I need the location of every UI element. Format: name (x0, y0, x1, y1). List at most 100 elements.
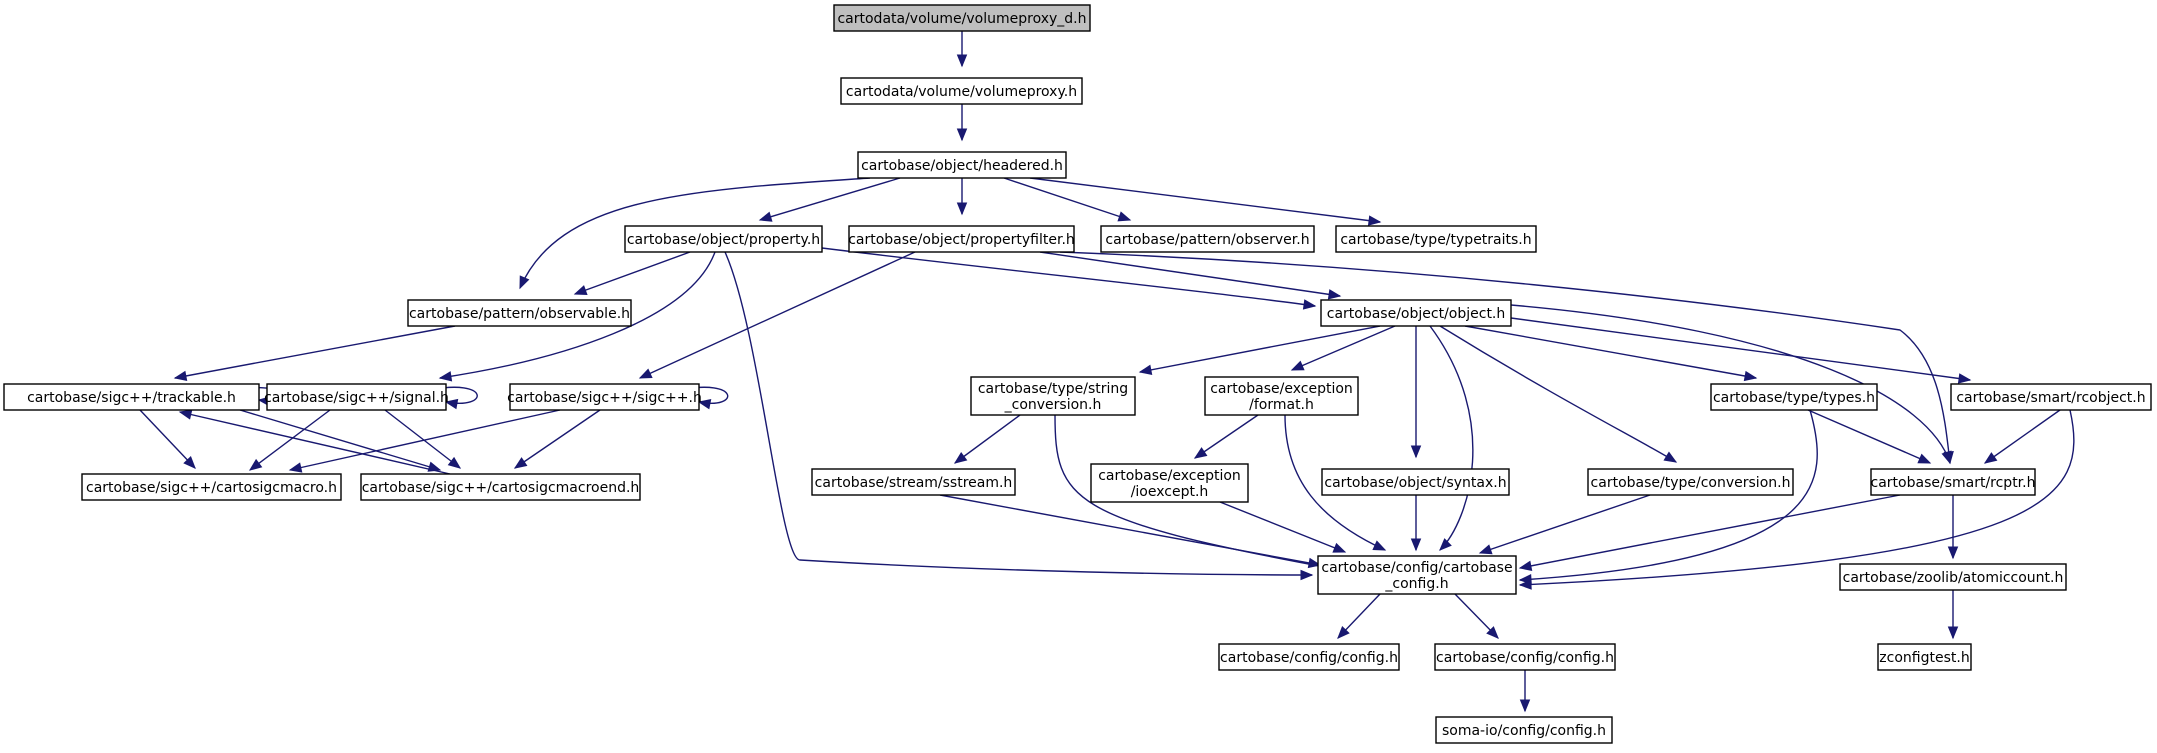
arrowhead (956, 54, 968, 68)
node-n19[interactable]: cartobase/exception/ioexcept.h (1090, 463, 1249, 503)
node-n15[interactable]: cartobase/smart/rcobject.h (1950, 383, 2152, 411)
node-box (1320, 299, 1512, 327)
edge-n12-n18 (953, 414, 1021, 464)
edge-line (514, 409, 601, 469)
arrowhead (519, 275, 530, 290)
arrowhead (1410, 538, 1422, 552)
node-label: _config.h (1384, 576, 1448, 592)
edge-line (639, 251, 916, 379)
node-n12[interactable]: cartobase/type/string_conversion.h (970, 376, 1136, 416)
edge-line (1429, 325, 1474, 551)
arrowhead (1307, 557, 1322, 569)
arrowhead (1327, 289, 1342, 300)
arrowhead (513, 457, 528, 469)
edge-n8-n21 (1439, 325, 1678, 463)
node-n24[interactable]: cartobase/zoolib/atomiccount.h (1839, 563, 2067, 591)
node-n7[interactable]: cartobase/pattern/observable.h (407, 299, 632, 327)
node-label: _conversion.h (1004, 397, 1102, 413)
node-label: /format.h (1249, 397, 1314, 413)
node-box (1435, 716, 1613, 744)
node-n16[interactable]: cartobase/sigc++/cartosigcmacro.h (81, 473, 342, 501)
node-label: cartobase/config/config.h (1436, 650, 1614, 666)
node-n17[interactable]: cartobase/sigc++/cartosigcmacroend.h (360, 473, 641, 501)
edge-line (1510, 304, 1951, 464)
node-n9[interactable]: cartobase/sigc++/trackable.h (3, 383, 260, 411)
edge-n26-n28 (1519, 670, 1531, 713)
edge-n20-n23 (1410, 495, 1422, 552)
node-n5[interactable]: cartobase/pattern/observer.h (1100, 225, 1315, 253)
edge-n8-n14 (1464, 325, 1758, 382)
edge-n15-n22 (1983, 409, 2061, 464)
arrowhead (1941, 450, 1952, 465)
edge-n9-n17 (239, 409, 442, 472)
node-n27[interactable]: zconfigtest.h (1877, 643, 1972, 671)
node-label: zconfigtest.h (1879, 650, 1969, 666)
arrowhead (1410, 445, 1422, 459)
node-n22[interactable]: cartobase/smart/rcptr.h (1870, 468, 2036, 496)
node-n8[interactable]: cartobase/object/object.h (1320, 299, 1512, 327)
edge-line (1139, 325, 1381, 373)
node-box (840, 77, 1083, 105)
edge-n11-n17 (513, 409, 601, 469)
node-n25[interactable]: cartobase/config/config.h (1218, 643, 1400, 671)
edge-line (384, 409, 461, 469)
edge-line (1479, 494, 1651, 554)
edge-n2-n4 (956, 178, 968, 216)
node-n6[interactable]: cartobase/type/typetraits.h (1335, 225, 1537, 253)
node-n3[interactable]: cartobase/object/property.h (624, 225, 823, 253)
edge-line (1003, 177, 1131, 221)
edge-n18-n23 (939, 494, 1322, 569)
arrowhead (1518, 579, 1532, 590)
node-n1[interactable]: cartodata/volume/volumeproxy.h (840, 77, 1083, 105)
edge-line (1194, 414, 1259, 459)
edge-line (574, 251, 691, 295)
node-n13[interactable]: cartobase/exception/format.h (1204, 376, 1359, 416)
node-label: cartobase/type/string (978, 381, 1128, 397)
edge-line (139, 409, 196, 469)
node-n21[interactable]: cartobase/type/conversion.h (1587, 468, 1794, 496)
arrowhead (1290, 360, 1305, 371)
node-label: cartobase/object/object.h (1327, 306, 1506, 322)
node-n18[interactable]: cartobase/stream/sstream.h (811, 468, 1016, 496)
edge-line (1059, 251, 1951, 464)
node-label: cartobase/config/config.h (1220, 650, 1398, 666)
edge-line (239, 409, 441, 471)
node-n4[interactable]: cartobase/object/propertyfilter.h (848, 225, 1075, 253)
arrowhead (1983, 452, 1998, 464)
node-label: cartobase/sigc++/trackable.h (27, 390, 236, 406)
edge-line (1219, 501, 1346, 553)
arrowhead (953, 451, 968, 464)
node-label: cartobase/object/headered.h (861, 158, 1063, 174)
edge-n13-n23 (1284, 414, 1387, 551)
node-box (3, 383, 260, 411)
node-n20[interactable]: cartobase/object/syntax.h (1321, 468, 1510, 496)
edge-n19-n23 (1219, 501, 1347, 553)
edge-line (1291, 325, 1396, 371)
node-n28[interactable]: soma-io/config/config.h (1435, 716, 1613, 744)
arrowhead (1947, 546, 1959, 560)
edge-line (954, 414, 1021, 464)
edge-line (939, 494, 1321, 566)
node-n2[interactable]: cartobase/object/headered.h (857, 151, 1067, 179)
arrowhead (1519, 699, 1531, 713)
node-n10[interactable]: cartobase/sigc++/signal.h (264, 383, 449, 411)
edge-line (1984, 409, 2061, 464)
edge-n13-n19 (1193, 414, 1259, 459)
node-n14[interactable]: cartobase/type/types.h (1710, 383, 1878, 411)
edge-line (1029, 177, 1381, 223)
arrowhead (183, 456, 196, 469)
node-label: /ioexcept.h (1131, 484, 1209, 500)
node-n11[interactable]: cartobase/sigc++/sigc++.h (507, 383, 702, 411)
arrowhead (1337, 626, 1350, 639)
arrowhead (1332, 542, 1347, 553)
edge-line (724, 251, 1313, 576)
node-n26[interactable]: cartobase/config/config.h (1434, 643, 1616, 671)
arrowhead (1117, 211, 1132, 222)
node-label: cartobase/type/types.h (1713, 390, 1875, 406)
arrowhead (1372, 540, 1387, 551)
arrowhead (1138, 364, 1153, 375)
arrowhead (1518, 560, 1533, 571)
edge-n14-n23 (1518, 409, 1818, 585)
edge-line (174, 325, 456, 379)
node-n23[interactable]: cartobase/config/cartobase_config.h (1317, 555, 1517, 595)
